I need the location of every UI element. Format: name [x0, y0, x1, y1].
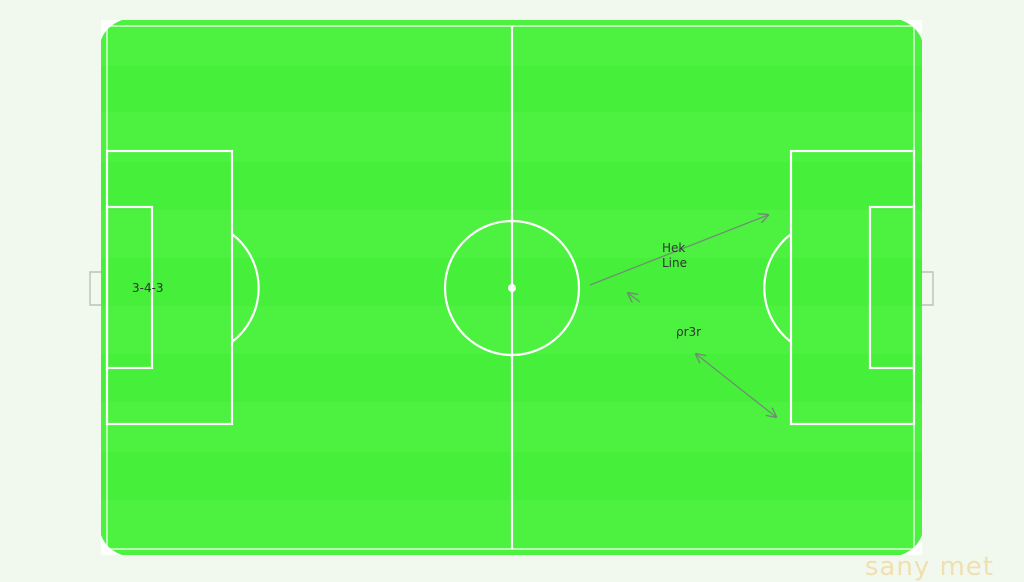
arrow-down-right: [696, 354, 776, 417]
annotation-label-1-line2: Line: [662, 256, 687, 270]
corner-flag-bottom-right: [901, 535, 922, 555]
left-penalty-arc: [231, 233, 260, 343]
annotation-label-2: ρr3r: [676, 325, 701, 339]
corner-markers: [101, 20, 922, 555]
left-goal-area: [105, 205, 154, 370]
right-goal-area: [868, 205, 916, 370]
left-goal: [89, 271, 101, 306]
annotation-label-1-line1: Hek: [662, 241, 685, 255]
watermark-text: sany met: [864, 552, 994, 582]
right-penalty-arc: [763, 233, 792, 343]
formation-label: 3-4-3: [132, 281, 164, 295]
corner-flag-top-left: [101, 20, 122, 40]
corner-flag-bottom-left: [101, 535, 122, 555]
arrow-to-right-penalty-area: [589, 215, 768, 286]
corner-flag-top-right: [901, 20, 922, 40]
center-spot: [508, 284, 516, 292]
right-goal: [922, 271, 934, 306]
center-circle: [443, 219, 581, 357]
arrow-short: [628, 293, 641, 302]
